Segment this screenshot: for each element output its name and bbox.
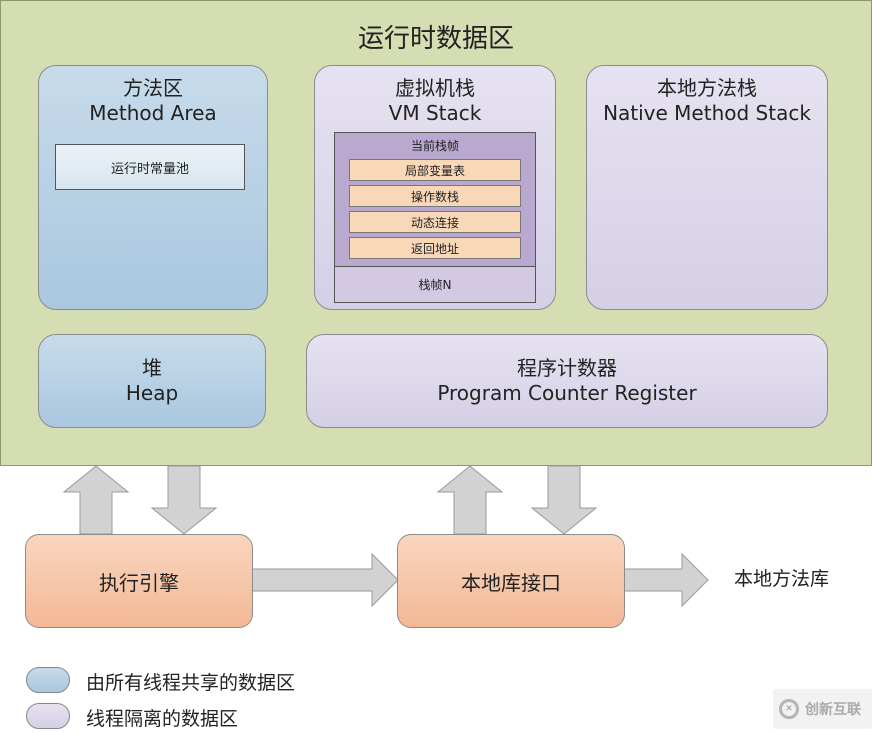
runtime-constant-pool: 运行时常量池 <box>55 144 245 190</box>
legend-isolated-swatch <box>26 703 70 729</box>
watermark: ✕ 创新互联 <box>773 689 872 729</box>
arrow-up-engine <box>62 465 130 535</box>
native-method-library: 本地方法库 <box>734 568 830 590</box>
operand-stack: 操作数栈 <box>349 185 521 207</box>
arrow-interface-to-library <box>623 552 709 608</box>
dynamic-linking: 动态连接 <box>349 211 521 233</box>
return-address: 返回地址 <box>349 237 521 259</box>
vm-stack-en: VM Stack <box>388 101 482 125</box>
method-area-en: Method Area <box>89 101 217 125</box>
native-interface: 本地库接口 <box>397 534 625 628</box>
program-counter-register: 程序计数器 Program Counter Register <box>306 334 828 428</box>
runtime-data-area-title: 运行时数据区 <box>357 24 514 54</box>
heap-en: Heap <box>125 381 179 405</box>
stack-frame-n: 栈帧N <box>334 266 536 303</box>
native-method-stack: 本地方法栈 Native Method Stack <box>586 65 828 310</box>
native-method-stack-zh: 本地方法栈 <box>657 76 757 100</box>
heap: 堆 Heap <box>38 334 266 428</box>
arrow-up-interface <box>436 465 504 535</box>
legend-shared-label: 由所有线程共享的数据区 <box>86 672 296 694</box>
pc-register-zh: 程序计数器 <box>517 356 617 380</box>
legend-shared-swatch <box>26 667 70 693</box>
arrow-engine-to-interface <box>251 552 399 608</box>
execution-engine: 执行引擎 <box>25 534 253 628</box>
pc-register-en: Program Counter Register <box>437 381 697 405</box>
current-stack-frame-title: 当前栈帧 <box>410 139 459 153</box>
watermark-text: 创新互联 <box>805 702 861 718</box>
heap-zh: 堆 <box>142 356 162 380</box>
local-variable-table: 局部变量表 <box>349 159 521 181</box>
native-method-stack-en: Native Method Stack <box>603 101 811 125</box>
logo-x-icon: ✕ <box>779 699 799 719</box>
arrow-down-interface <box>530 465 598 535</box>
legend-isolated-label: 线程隔离的数据区 <box>86 708 239 730</box>
arrow-down-engine <box>150 465 218 535</box>
method-area-zh: 方法区 <box>123 76 183 100</box>
vm-stack-zh: 虚拟机栈 <box>395 76 475 100</box>
